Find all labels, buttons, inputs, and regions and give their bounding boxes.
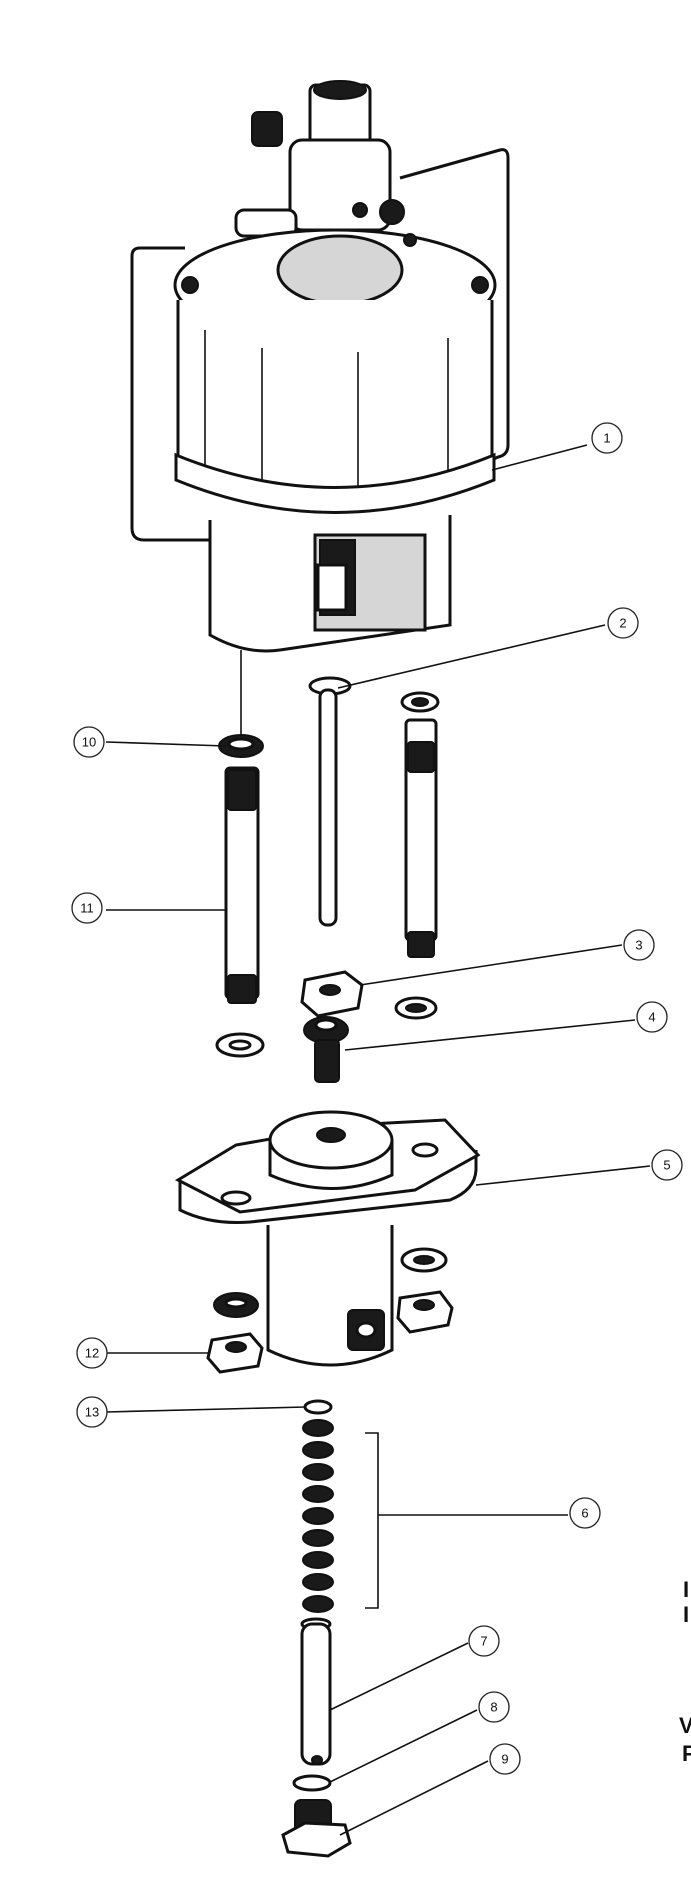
callout-number: 4 [648, 1010, 655, 1025]
tie-rod [224, 766, 260, 1004]
callout-number: 10 [82, 735, 96, 750]
edge-text-fragment: I [683, 1602, 690, 1627]
callout-number: 7 [480, 1634, 487, 1649]
bottom-cap [174, 452, 496, 514]
leader-lines [105, 444, 651, 1836]
callout-2: 2 [607, 607, 639, 639]
callout-1: 1 [591, 422, 623, 454]
callout-6: 6 [569, 1497, 601, 1529]
callout-number: 2 [619, 616, 626, 631]
mounting-flange-body [174, 1110, 481, 1367]
callout-3: 3 [623, 929, 655, 961]
hex-plug [281, 1799, 352, 1858]
tie-rod-right [400, 691, 440, 958]
edge-text-fragment: V [679, 1713, 691, 1738]
callout-number: 3 [635, 938, 642, 953]
callout-number: 11 [80, 901, 94, 916]
o-ring [292, 1774, 332, 1792]
callout-number: 5 [663, 1158, 670, 1173]
callout-number: 8 [490, 1700, 497, 1715]
callout-number: 9 [501, 1752, 508, 1767]
callout-11: 11 [71, 892, 103, 924]
callout-7: 7 [468, 1625, 500, 1657]
callout-number: 13 [85, 1405, 99, 1420]
callout-4: 4 [636, 1001, 668, 1033]
edge-text-fragment: F [682, 1741, 691, 1766]
pump-assembly [130, 80, 510, 653]
callout-9: 9 [489, 1743, 521, 1775]
plunger-rod [308, 676, 352, 927]
cylinder [176, 300, 494, 502]
callout-number: 1 [603, 431, 610, 446]
plunger [300, 1617, 332, 1766]
hex-nut-right [396, 1290, 454, 1334]
callout-8: 8 [478, 1691, 510, 1723]
callout-number: 12 [85, 1346, 99, 1361]
callout-12: 12 [76, 1337, 108, 1369]
seal-stack-bracket [365, 1432, 379, 1609]
callout-5: 5 [651, 1149, 683, 1181]
top-body [288, 138, 392, 232]
screw [303, 1016, 349, 1083]
callout-number: 6 [581, 1506, 588, 1521]
callout-10: 10 [73, 726, 105, 758]
callout-13: 13 [76, 1396, 108, 1428]
seal-stack [302, 1399, 334, 1613]
edge-text-fragment: I [683, 1577, 690, 1602]
hex-nut-12 [206, 1332, 264, 1374]
